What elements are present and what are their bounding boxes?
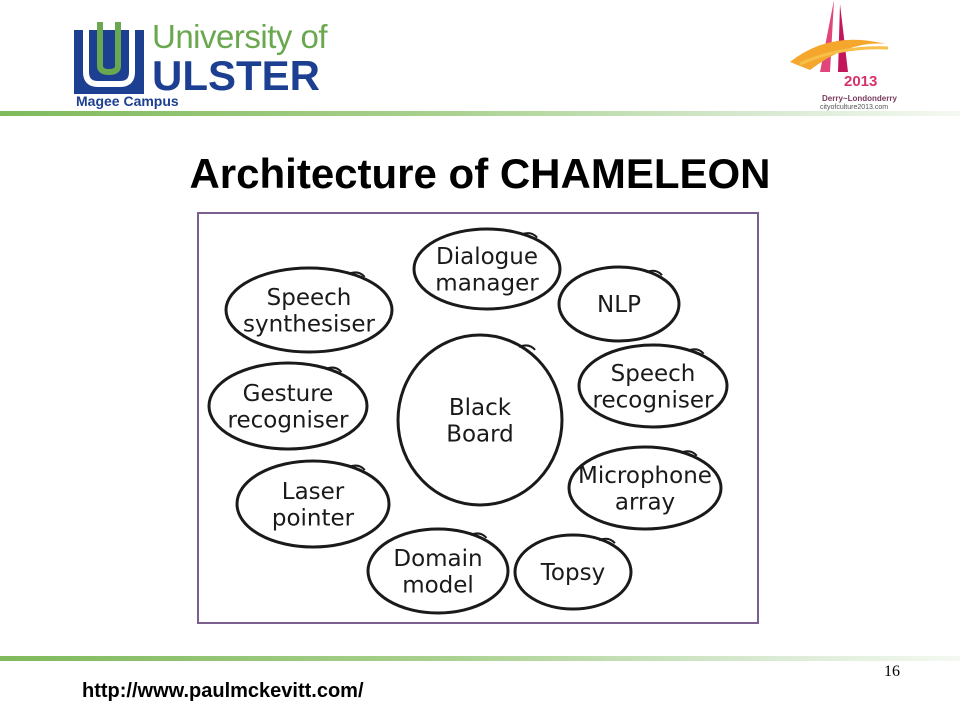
node-topsy-stroke-accent (598, 537, 616, 544)
node-speech-synthesiser-label-line: Speech (267, 285, 352, 311)
city-of-culture-name: Derry~Londonderry (822, 94, 897, 103)
node-microphone-array-stroke-accent (680, 450, 698, 457)
page-number: 16 (884, 663, 900, 680)
node-topsy-outline (513, 533, 633, 611)
node-dialogue-manager-label-line: Dialogue (436, 244, 538, 270)
node-dialogue-manager-label-line: manager (435, 270, 539, 296)
node-speech-recogniser-label-line: recogniser (593, 387, 715, 413)
architecture-diagram-canvas: DialoguemanagerNLPSpeechrecogniserMicrop… (207, 227, 729, 615)
node-nlp-label-line: NLP (597, 292, 641, 318)
node-nlp-stroke-accent (645, 269, 663, 276)
node-black-board-stroke-accent (518, 344, 536, 351)
node-topsy: Topsy (513, 533, 633, 611)
node-laser-pointer-label-line: pointer (272, 505, 355, 531)
node-laser-pointer-outline (235, 459, 391, 549)
city-of-culture-url: cityofculture2013.com (820, 104, 889, 111)
node-domain-model-label-line: model (402, 572, 474, 598)
university-logo: University of ULSTER (74, 18, 328, 99)
node-speech-recogniser-label-line: Speech (611, 361, 696, 387)
node-speech-recogniser-stroke-accent (687, 348, 705, 355)
university-name-line2: ULSTER (152, 52, 320, 99)
node-nlp-outline (557, 265, 681, 343)
city-of-culture-mark-icon (790, 0, 889, 72)
node-dialogue-manager-stroke-accent (520, 232, 538, 239)
node-gesture-recogniser-stroke-accent (325, 366, 343, 373)
node-domain-model-stroke-accent (470, 532, 488, 539)
node-laser-pointer-label-line: Laser (282, 479, 345, 505)
node-black-board-label-line: Black (449, 395, 512, 421)
node-black-board-label-line: Board (446, 421, 514, 447)
city-of-culture-logo (790, 0, 920, 115)
node-black-board-outline (396, 333, 564, 507)
node-domain-model-outline (366, 527, 510, 615)
node-gesture-recogniser-outline (207, 361, 369, 451)
campus-label: Magee Campus (76, 93, 179, 109)
node-gesture-recogniser-label-line: recogniser (228, 407, 350, 433)
node-microphone-array-label-line: Microphone (578, 463, 712, 489)
header-divider (0, 111, 960, 116)
node-topsy-label-line: Topsy (540, 560, 605, 586)
university-name-line1: University of (152, 18, 328, 55)
node-gesture-recogniser-label-line: Gesture (243, 381, 334, 407)
ulster-logo-mark-icon (74, 22, 144, 94)
node-domain-model-label-line: Domain (393, 546, 482, 572)
node-dialogue-manager-outline (412, 227, 562, 311)
footer-url-link[interactable]: http://www.paulmckevitt.com/ (82, 680, 364, 702)
node-nlp: NLP (557, 265, 681, 343)
node-microphone-array-label-line: array (615, 489, 675, 515)
page-title: Architecture of CHAMELEON (189, 150, 771, 197)
node-speech-synthesiser-outline (224, 266, 394, 354)
node-microphone-array-outline (567, 445, 723, 531)
node-laser-pointer-stroke-accent (348, 464, 366, 471)
node-speech-synthesiser-stroke-accent (348, 271, 366, 278)
footer-divider (0, 656, 960, 661)
node-speech-synthesiser-label-line: synthesiser (243, 311, 375, 337)
city-of-culture-year: 2013 (844, 73, 878, 90)
node-speech-recogniser-outline (577, 343, 729, 429)
